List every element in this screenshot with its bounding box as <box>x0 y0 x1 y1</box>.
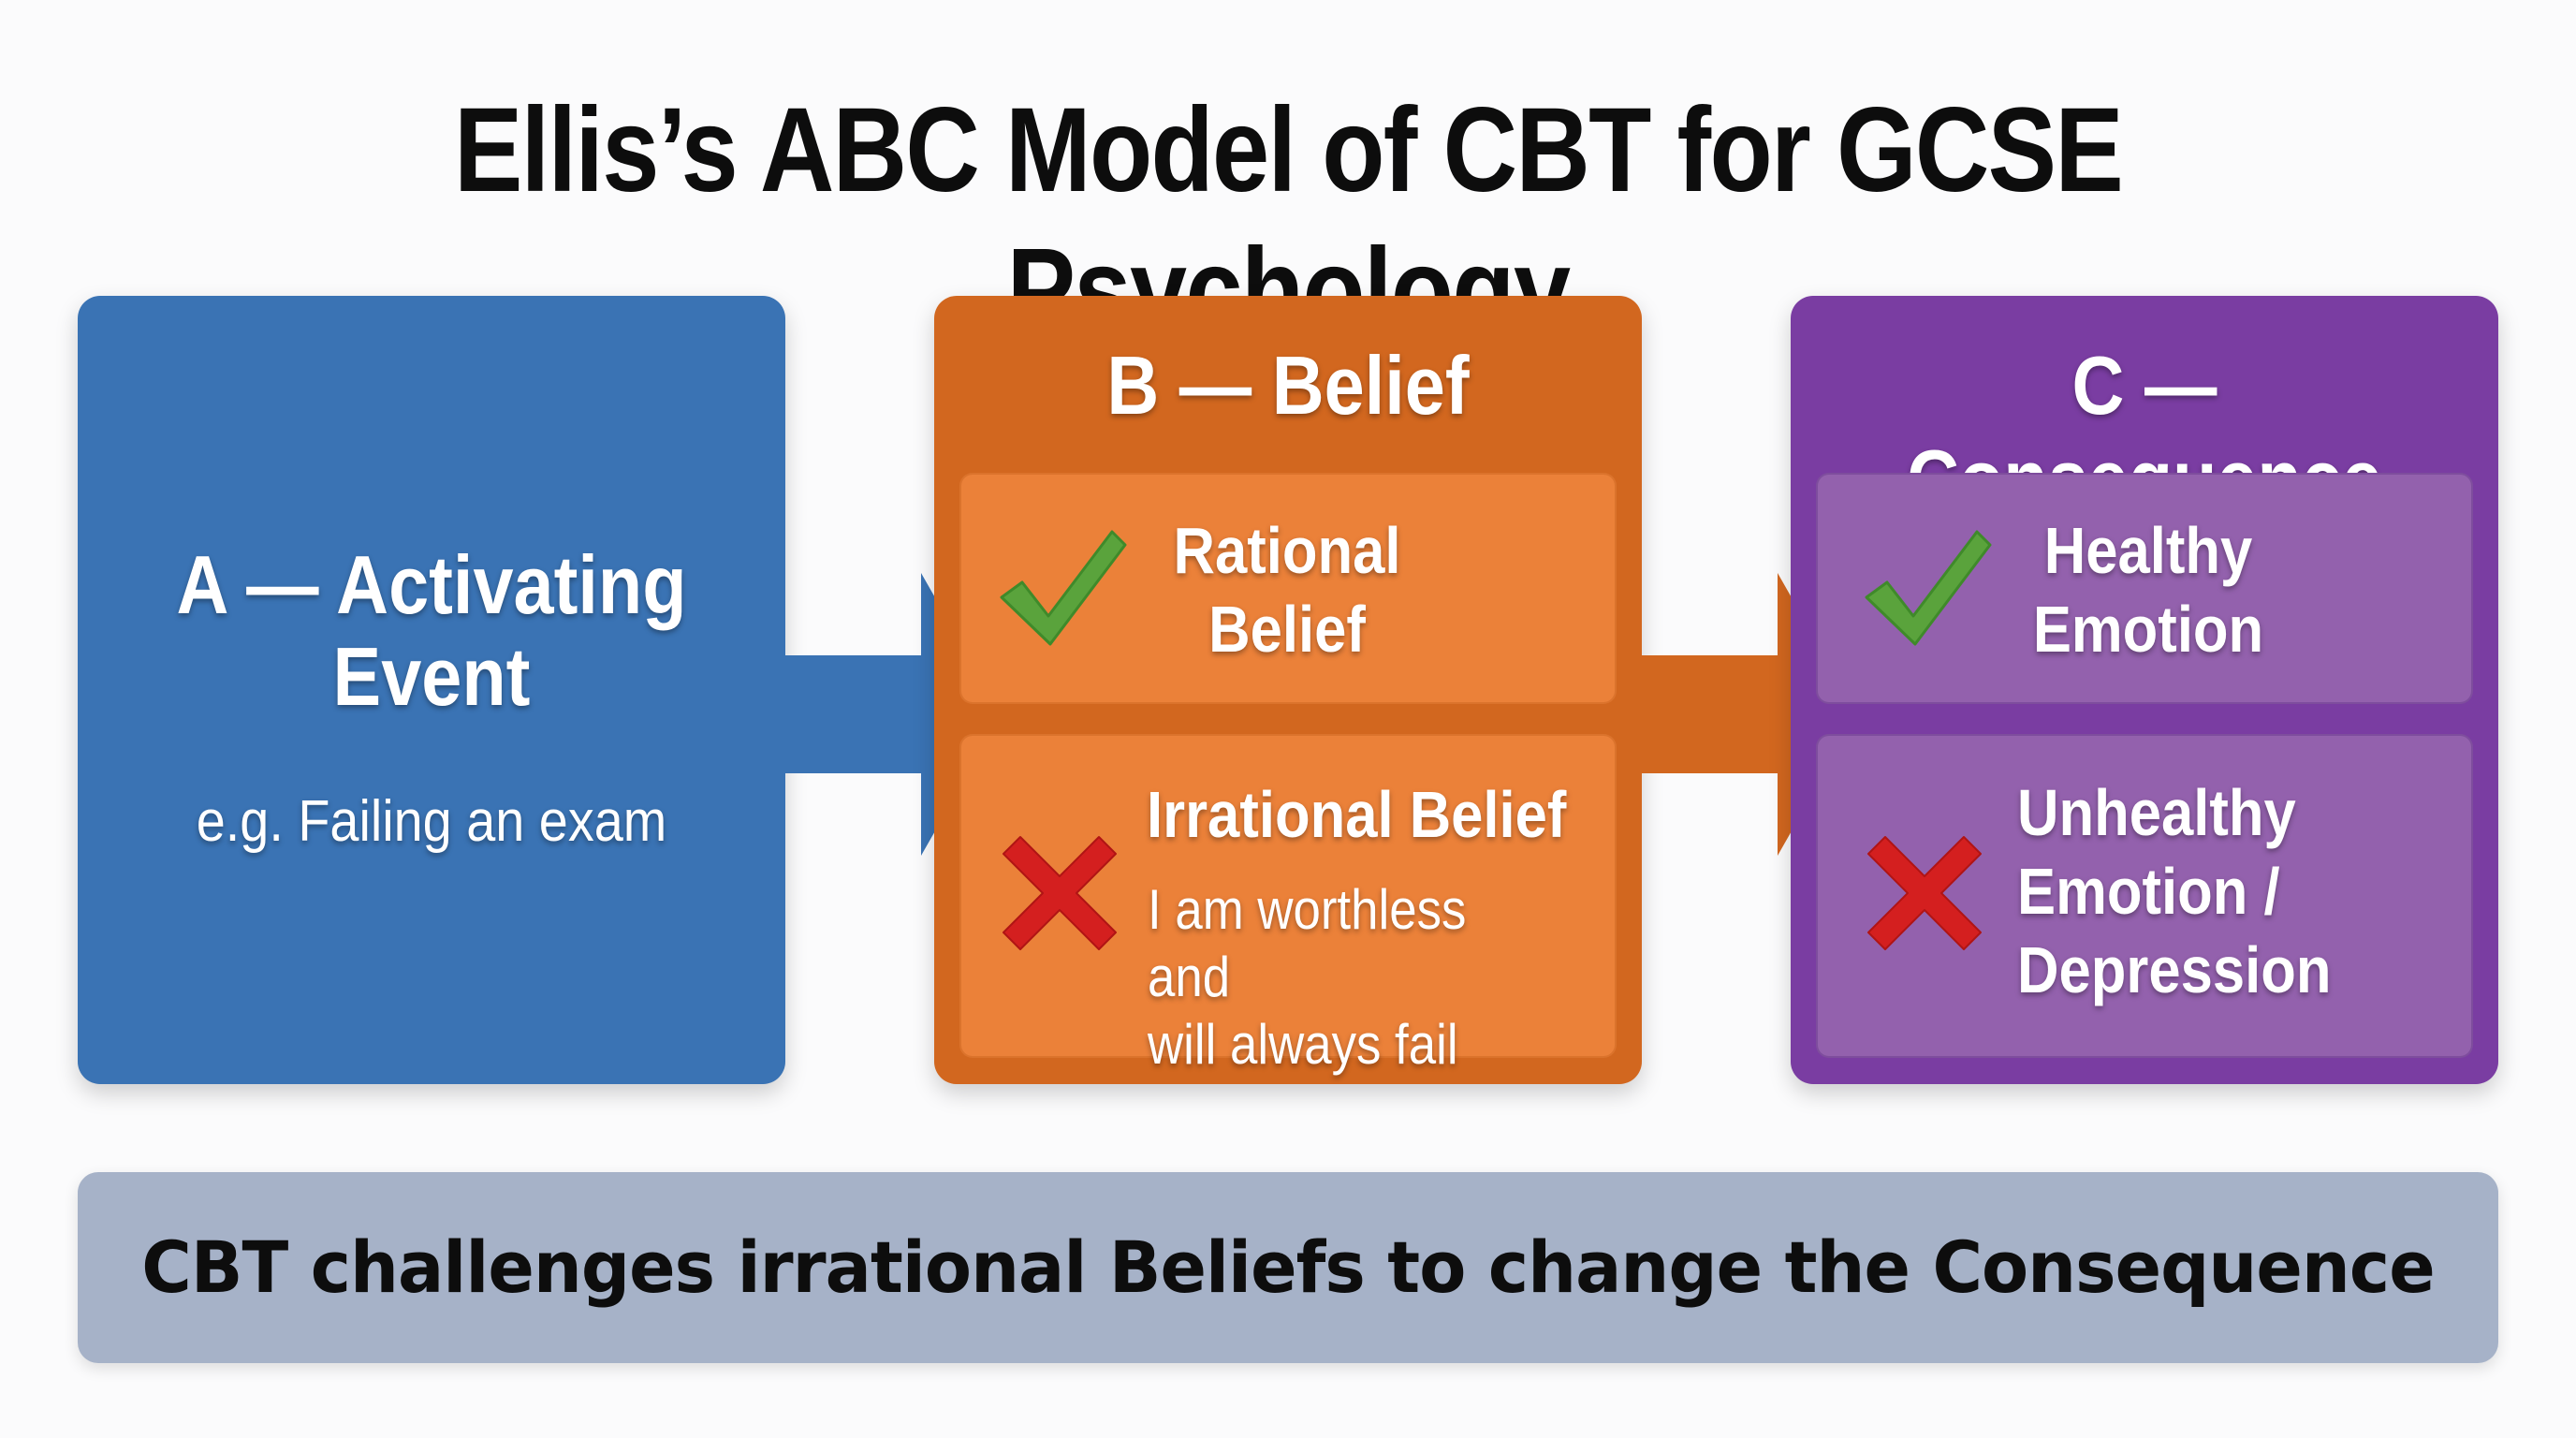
activating-event-box <box>78 296 785 1084</box>
irrational-belief-label: Irrational Belief <box>1147 778 1567 851</box>
belief-heading: B — Belief <box>1106 339 1470 432</box>
check-icon <box>1000 530 1127 646</box>
activating-event-heading: A — Activating Event <box>176 538 687 723</box>
healthy-emotion-panel <box>1816 473 2473 704</box>
cross-icon <box>1867 836 1982 950</box>
summary-text: CBT challenges irrational Beliefs to cha… <box>141 1225 2435 1309</box>
check-icon <box>1865 530 1992 646</box>
cross-icon <box>1003 836 1117 950</box>
activating-event-example: e.g. Failing an exam <box>196 789 667 854</box>
page-title: Ellis’s ABC Model of CBT for GCSE Psycho… <box>453 83 2124 358</box>
summary-banner: CBT challenges irrational Beliefs to cha… <box>78 1172 2498 1363</box>
irrational-belief-description: I am worthless and will always fail <box>1148 878 1467 1076</box>
unhealthy-emotion-label: Unhealthy Emotion / Depression <box>2017 776 2332 1006</box>
rational-belief-label: Rational Belief <box>1173 514 1401 666</box>
healthy-emotion-label: Healthy Emotion <box>2032 514 2264 666</box>
